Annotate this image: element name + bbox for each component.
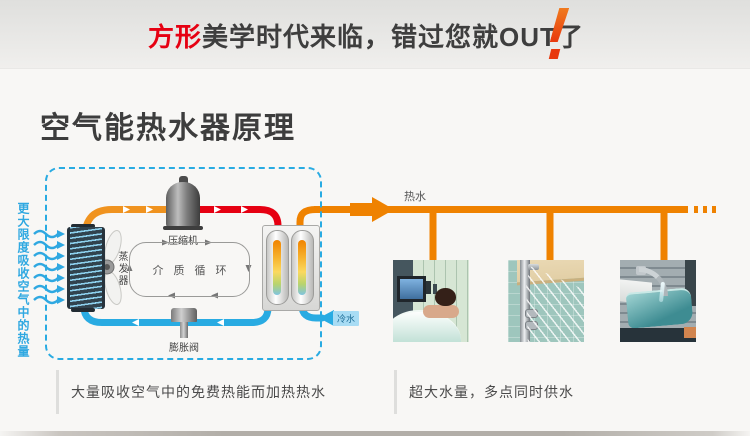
compressor-label: 压缩机 xyxy=(168,236,198,247)
person-arm xyxy=(423,305,460,319)
shower-head-icon xyxy=(527,264,540,270)
expansion-valve-label: 膨胀阀 xyxy=(169,343,199,354)
heat-gradient-strip xyxy=(298,240,306,295)
shelf-bottle xyxy=(426,281,432,295)
compressor-base xyxy=(163,226,203,230)
exclamation-dot xyxy=(548,49,561,59)
cold-water-label: 冷水 xyxy=(333,311,360,326)
banner-rest: 美学时代来临，错过您就OUT了 xyxy=(202,22,584,52)
page-title: 空气能热水器原理 xyxy=(40,112,296,145)
photo-bathtub-scene xyxy=(393,260,469,342)
evaporator-cap-top xyxy=(71,224,95,228)
hot-water-main-pipe xyxy=(314,206,716,261)
banner-headline: 方形美学时代来临，错过您就OUT了 xyxy=(148,17,584,54)
hot-water-flow-arrow-icon xyxy=(350,197,394,222)
compressor-cap xyxy=(179,176,188,183)
shelf-bottle xyxy=(432,283,437,294)
caption-left-text: 大量吸收空气中的免费热能而加热热水 xyxy=(71,384,326,400)
caption-right-text: 超大水量，多点同时供水 xyxy=(409,384,574,400)
caption-divider xyxy=(394,370,397,414)
evaporator-label: 蒸发器 xyxy=(116,251,127,287)
water-tank-icon xyxy=(262,225,320,311)
expansion-valve-stem xyxy=(180,320,188,338)
medium-cycle-loop: 介质循环 xyxy=(129,242,250,297)
exclamation-bar xyxy=(550,8,569,42)
evaporator-coil-icon xyxy=(67,227,105,309)
photo-faucet-scene xyxy=(620,260,696,342)
person-head xyxy=(434,287,456,306)
cycle-label: 介质循环 xyxy=(152,264,237,277)
heat-gradient-strip xyxy=(273,240,281,295)
caption-right: 超大水量，多点同时供水 xyxy=(394,370,574,414)
bottom-gradient-bar xyxy=(0,431,750,436)
tv-icon xyxy=(396,275,426,303)
shower-column-icon xyxy=(520,260,531,342)
compressor-icon xyxy=(166,182,200,228)
evaporator-cap-bottom xyxy=(71,308,95,312)
banner-highlight: 方形 xyxy=(148,22,203,52)
orange-accent-tile xyxy=(683,327,696,338)
diagram-dashed-border xyxy=(45,167,322,360)
diagram-side-note: 更大限度吸收空气中的热量 xyxy=(16,202,30,358)
photo-shower-scene xyxy=(508,260,584,342)
expansion-valve-icon xyxy=(171,308,197,322)
tank-heater-left xyxy=(266,230,289,305)
hot-water-label: 热水 xyxy=(404,191,426,203)
caption-divider xyxy=(56,370,59,414)
top-banner: 方形美学时代来临，错过您就OUT了 xyxy=(0,0,750,69)
caption-left: 大量吸收空气中的免费热能而加热热水 xyxy=(56,370,326,414)
exclamation-icon xyxy=(548,6,570,60)
dark-wall-column xyxy=(685,260,696,306)
tank-heater-right xyxy=(291,230,314,305)
floor-tiles xyxy=(620,328,696,342)
